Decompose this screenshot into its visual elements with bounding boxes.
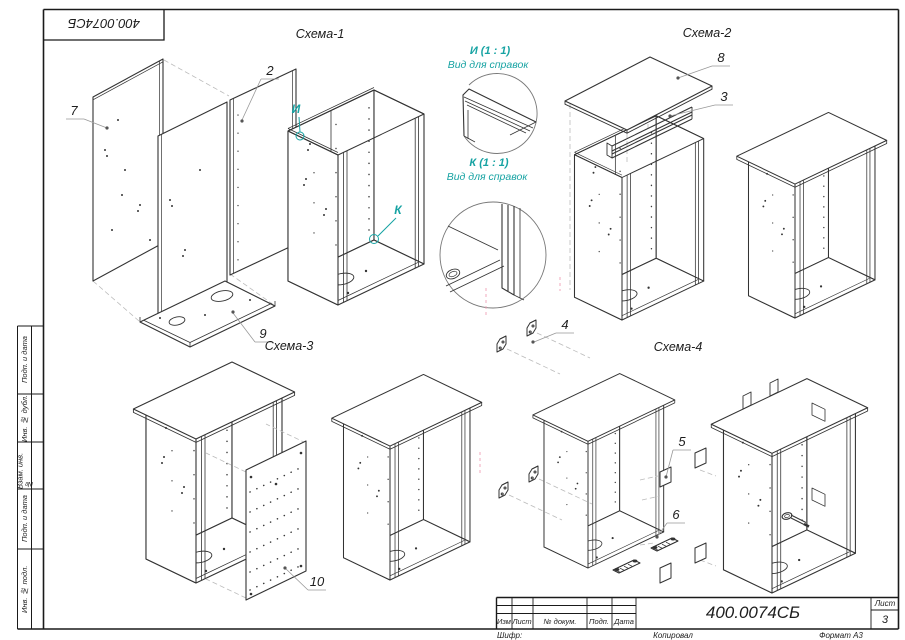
tb-col-list: Лист bbox=[512, 617, 532, 626]
view-marker-k: К bbox=[394, 203, 402, 217]
schema-1-title: Схема-1 bbox=[295, 27, 345, 41]
back-panel-7 bbox=[92, 58, 164, 282]
callout-8: 8 bbox=[717, 50, 725, 65]
sheet-frame bbox=[17, 8, 900, 630]
schema-3-drawing bbox=[133, 362, 482, 601]
gland-plates bbox=[811, 402, 826, 507]
schema-2-title: Схема-2 bbox=[682, 26, 732, 40]
side-label-podp-data-1: Подп. и дата bbox=[20, 336, 29, 384]
side-label-inv-dubl: Инв. № дубл. bbox=[20, 394, 29, 442]
hinge-4 bbox=[528, 465, 539, 483]
callout-9: 9 bbox=[259, 326, 267, 341]
view-i-caption: Вид для справок bbox=[447, 59, 529, 71]
callout-5: 5 bbox=[678, 434, 686, 449]
plate-5 bbox=[659, 562, 672, 584]
hinge-4 bbox=[526, 319, 537, 337]
hinge-4 bbox=[496, 335, 507, 353]
footer-format: Формат А3 bbox=[819, 631, 863, 640]
view-k-title: К (1 : 1) bbox=[469, 157, 509, 169]
tb-doc-number: 400.0074СБ bbox=[705, 603, 801, 622]
detail-view-i bbox=[462, 73, 538, 154]
latch-6 bbox=[612, 558, 641, 574]
view-i-title: И (1 : 1) bbox=[469, 45, 511, 57]
side-label-inv-podl: Инв. № подл. bbox=[20, 565, 29, 613]
view-marker-i: И bbox=[291, 102, 301, 116]
mounting-plate-10 bbox=[245, 440, 307, 601]
schema-4-construction-lines bbox=[506, 332, 717, 567]
view-marker-leaders bbox=[295, 116, 397, 244]
callout-leaders bbox=[66, 65, 733, 591]
top-panel-8 bbox=[564, 56, 713, 134]
roof-hinge-tabs bbox=[742, 378, 779, 410]
title-block-grid bbox=[495, 596, 899, 629]
schema-3-title: Схема-3 bbox=[264, 339, 314, 353]
schema-1-drawing bbox=[92, 58, 425, 348]
cabinet-hardware-installed bbox=[711, 379, 867, 593]
callout-3: 3 bbox=[720, 89, 728, 104]
mid-panel bbox=[157, 101, 228, 331]
detail-view-k bbox=[439, 201, 547, 309]
installed-latch bbox=[781, 512, 810, 528]
side-label-vzam-inv: Взам. инв. № bbox=[15, 452, 34, 489]
cabinet-plate-installed bbox=[332, 374, 482, 580]
callout-6: 6 bbox=[672, 507, 680, 522]
schema-4-title: Схема-4 bbox=[653, 340, 703, 354]
footer-shifr: Шифр: bbox=[497, 631, 523, 640]
tb-col-dokum: № докум. bbox=[543, 617, 577, 626]
stamp-code-rotated: 400.0074СБ bbox=[67, 16, 141, 31]
plate-5 bbox=[694, 447, 707, 469]
side-panel-2 bbox=[229, 68, 297, 276]
rail-3 bbox=[606, 106, 693, 159]
cabinet-hardware-exploded bbox=[533, 374, 675, 568]
view-k-caption: Вид для справок bbox=[446, 171, 528, 183]
tb-sheet-word: Лист bbox=[874, 599, 896, 608]
cabinet-open-assembled bbox=[287, 86, 425, 306]
tb-col-data: Дата bbox=[614, 617, 634, 626]
tb-col-izm: Изм bbox=[497, 617, 511, 626]
base-tray-9 bbox=[139, 280, 276, 348]
callout-7: 7 bbox=[70, 103, 78, 118]
plate-5 bbox=[694, 542, 707, 564]
hinge-4 bbox=[498, 481, 509, 499]
pink-dashed-marks bbox=[479, 277, 561, 474]
side-label-podp-data-2: Подп. и дата bbox=[20, 495, 29, 543]
tb-col-podp: Подп. bbox=[589, 617, 609, 626]
callout-2: 2 bbox=[266, 63, 274, 78]
latch-6 bbox=[650, 536, 679, 552]
callout-10: 10 bbox=[309, 574, 325, 589]
schema-4-drawing bbox=[496, 319, 868, 593]
footer-kopiroval: Копировал bbox=[653, 631, 693, 640]
tb-sheet-number: 3 bbox=[881, 614, 889, 626]
cabinet-with-top bbox=[737, 112, 887, 318]
callout-4: 4 bbox=[561, 317, 569, 332]
schema-2-drawing bbox=[564, 56, 887, 321]
